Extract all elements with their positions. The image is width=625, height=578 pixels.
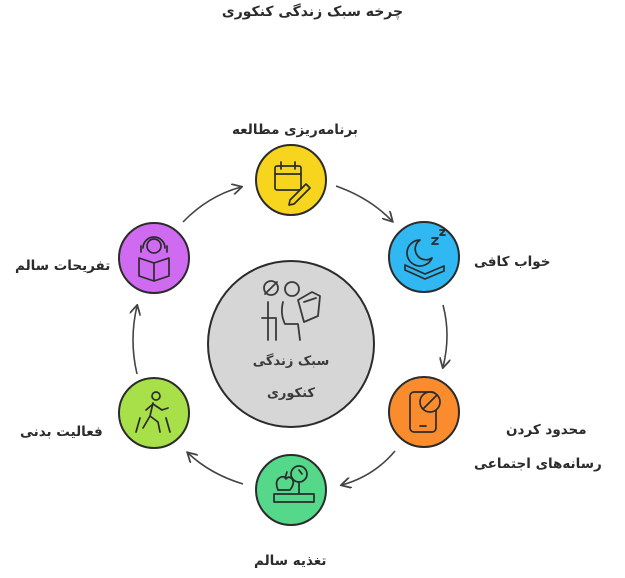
label-social-media-line2: رسانه‌های اجتماعی bbox=[474, 456, 602, 472]
node-circle-exercise bbox=[118, 377, 190, 449]
student-studying-icon bbox=[261, 280, 321, 341]
label-planning: برنامه‌ریزی مطالعه bbox=[232, 122, 358, 138]
node-circle-sleep bbox=[388, 221, 460, 293]
calendar-pen-icon bbox=[274, 161, 311, 206]
running-person-icon bbox=[135, 391, 171, 433]
arrow-recreation-to-planning bbox=[182, 187, 241, 223]
scale-apple-icon bbox=[273, 465, 315, 503]
reading-headphones-icon bbox=[138, 236, 170, 282]
arrow-planning-to-sleep bbox=[335, 185, 392, 221]
label-social-media-line1: محدود کردن bbox=[506, 422, 587, 438]
center-label-line1: سبک زندگی bbox=[252, 354, 330, 369]
label-exercise: فعالیت بدنی bbox=[20, 424, 103, 440]
center-label-line2: کنکوری bbox=[267, 386, 315, 401]
arrow-sleep-to-social-media bbox=[443, 304, 447, 367]
arrow-social-media-to-nutrition bbox=[342, 450, 396, 485]
node-circle-planning bbox=[255, 144, 327, 216]
phone-blocked-icon bbox=[409, 391, 441, 433]
label-nutrition: تغذیه سالم bbox=[254, 553, 327, 569]
label-sleep: خواب کافی bbox=[474, 254, 551, 270]
arrow-nutrition-to-exercise bbox=[188, 453, 244, 485]
arrow-exercise-to-recreation bbox=[133, 306, 137, 375]
label-recreation: تفریحات سالم bbox=[15, 258, 111, 274]
diagram-title: چرخه سبک زندگی کنکوری bbox=[221, 4, 404, 20]
sleeping-moon-icon bbox=[404, 229, 446, 280]
node-circle-recreation bbox=[118, 222, 190, 294]
center-circle bbox=[207, 260, 375, 428]
node-circle-social-media bbox=[388, 376, 460, 448]
